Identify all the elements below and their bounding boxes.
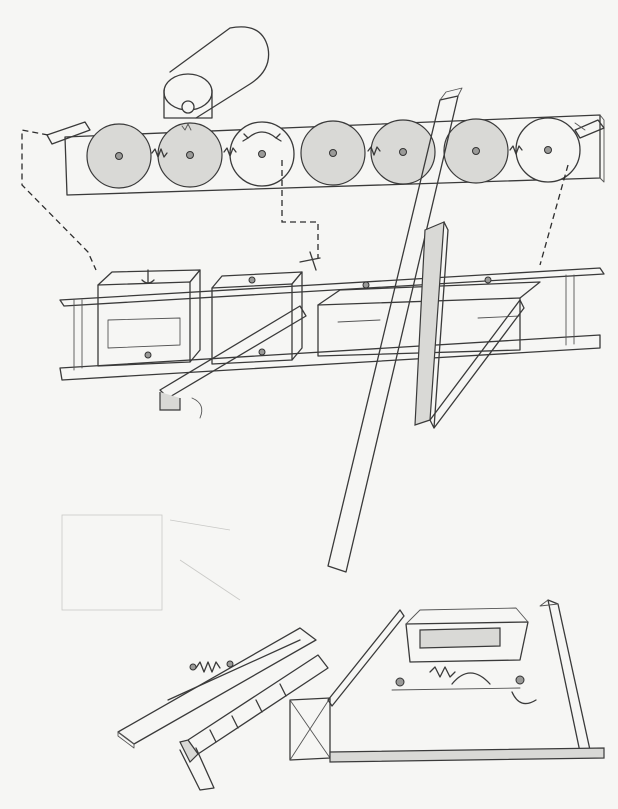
large-diagonal-plank [327,87,525,573]
right-carriage [391,607,537,705]
tilted-plate [117,627,317,749]
springs-top [151,123,523,158]
lower-channel [179,654,329,791]
spring-icon [151,148,168,158]
faint-erased-lines [61,514,241,611]
rotation-arrow-icon [247,131,277,139]
roller-bar [46,114,605,196]
spring-linkage-left [167,639,301,701]
diagonal-shaft [159,305,307,419]
rotation-arrow-top [242,131,282,142]
ground-line [329,747,605,763]
screw-icon [181,100,195,114]
block-1 [97,269,201,367]
motor-cylinder [163,26,270,119]
dashed-connectors [21,129,569,271]
roller-discs [86,100,581,189]
